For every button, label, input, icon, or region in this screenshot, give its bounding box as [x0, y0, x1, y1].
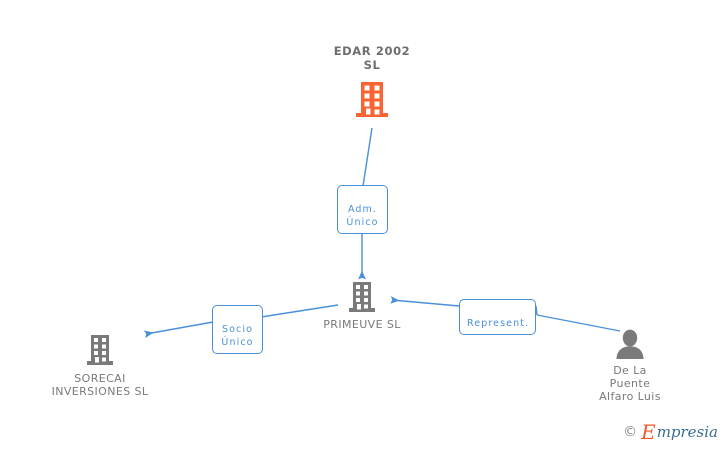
edge-represent-box-stub — [535, 305, 538, 316]
person-icon — [580, 329, 680, 359]
relation-label-represent: Represent. — [467, 318, 530, 329]
node-label-edar-2002-sl: EDAR 2002 SL — [333, 44, 411, 72]
relation-adm-unico[interactable]: Adm. Único — [337, 185, 388, 234]
node-label-de-la-puente-alfaro-luis: De La Puente Alfaro Luis — [599, 364, 661, 403]
building-icon — [302, 281, 422, 315]
watermark-empresia: © E mpresia — [623, 420, 718, 444]
relation-label-socio-unico: Socio Único — [221, 324, 254, 348]
edge-edar-to-adm-unico — [362, 127, 373, 187]
node-de-la-puente-alfaro-luis[interactable]: De La Puente Alfaro Luis — [580, 329, 680, 403]
node-sorecai-inversiones-sl[interactable]: SORECAI INVERSIONES SL — [29, 334, 171, 398]
node-label-primeuve-sl: PRIMEUVE SL — [323, 318, 401, 331]
node-label-sorecai-inversiones-sl: SORECAI INVERSIONES SL — [51, 372, 149, 398]
relation-label-adm-unico: Adm. Único — [346, 204, 379, 228]
relation-represent[interactable]: Represent. — [459, 299, 536, 335]
node-edar-2002-sl[interactable]: EDAR 2002 SL — [302, 44, 442, 120]
building-icon — [29, 334, 171, 368]
watermark-brand-name: mpresia — [656, 423, 718, 441]
building-icon — [302, 80, 442, 120]
edge-socio-unico-to-sorecai — [143, 321, 214, 339]
relation-socio-unico[interactable]: Socio Único — [212, 305, 263, 354]
node-primeuve-sl[interactable]: PRIMEUVE SL — [302, 281, 422, 331]
copyright-icon: © — [623, 424, 638, 440]
watermark-brand-initial: E — [641, 420, 656, 444]
